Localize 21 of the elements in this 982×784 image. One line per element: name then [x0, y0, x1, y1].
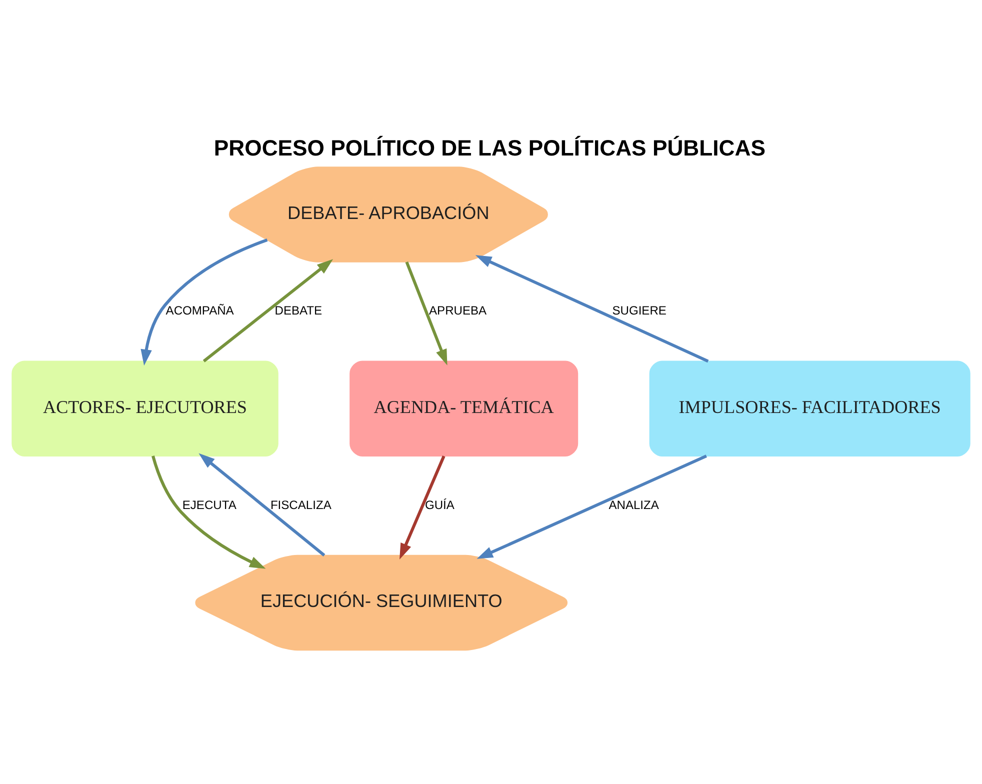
edge-label: APRUEBA — [429, 303, 487, 318]
arrow — [198, 452, 326, 556]
edge-label: SUGIERE — [612, 303, 666, 318]
edge-label: GUÍA — [424, 497, 454, 512]
arrow — [475, 254, 709, 362]
edge-label: ANALIZA — [608, 497, 659, 512]
arrow — [405, 260, 448, 365]
node-ellipse: DEBATE- APROBACIÓN — [228, 166, 548, 262]
arrow — [152, 455, 266, 568]
arrow — [140, 238, 268, 366]
arrow — [400, 455, 446, 559]
node-box: AGENDA- TEMÁTICA — [350, 360, 578, 456]
arrow — [202, 258, 334, 362]
node-box: IMPULSORES- FACILITADORES — [649, 360, 970, 456]
edge-label: DEBATE — [274, 303, 322, 318]
edge-label: EJECUTA — [182, 497, 236, 512]
arrow — [476, 454, 707, 558]
node-box: ACTORES- EJECUTORES — [12, 360, 278, 456]
edge-label: ACOMPAÑA — [166, 303, 234, 318]
edge-label: FISCALIZA — [270, 497, 332, 512]
diagram-title: PROCESO POLÍTICO DE LAS POLÍTICAS PÚBLICAS — [214, 135, 766, 160]
